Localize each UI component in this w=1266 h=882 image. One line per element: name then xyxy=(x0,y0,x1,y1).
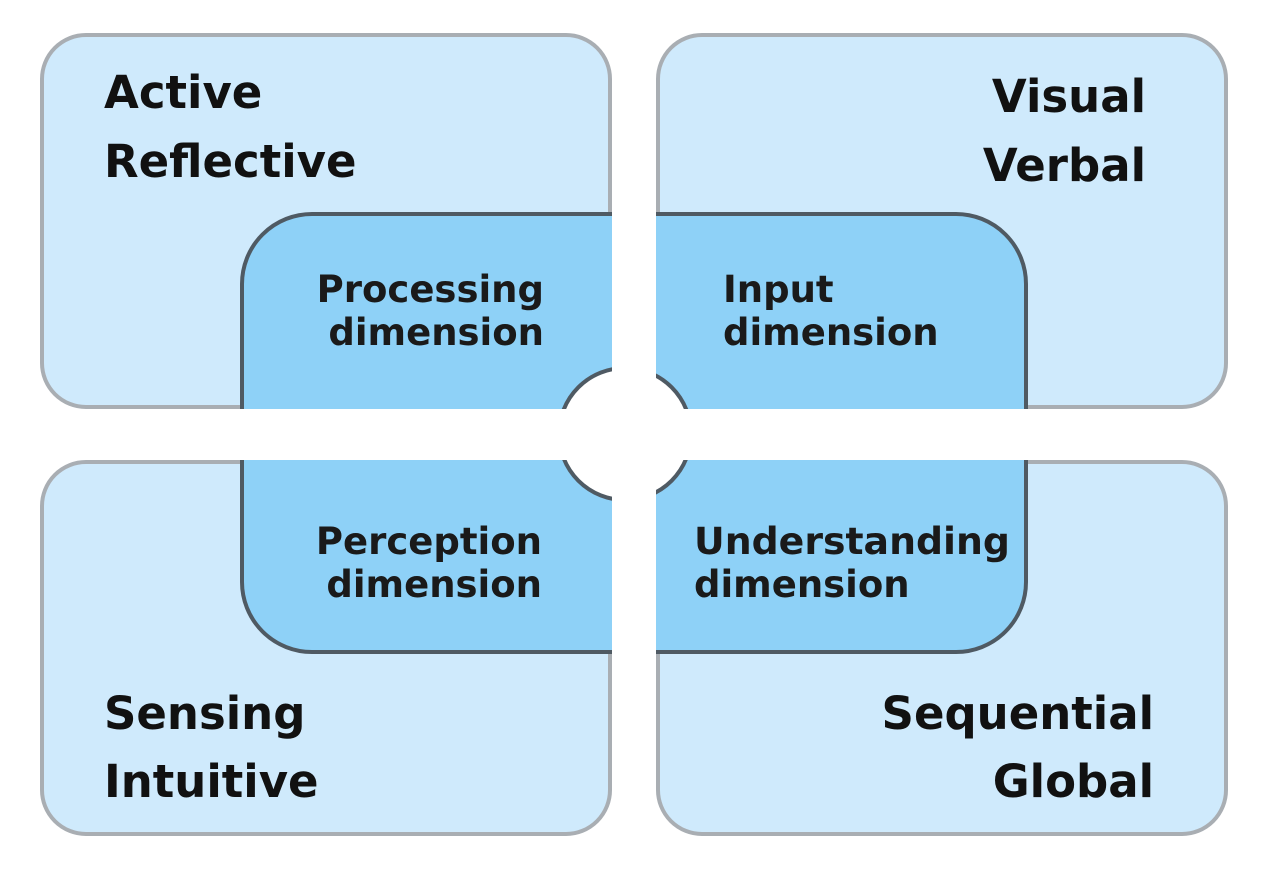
bottom-left-line1: Sensing xyxy=(104,687,305,740)
perception-dimension-line2: dimension xyxy=(326,563,542,606)
bottom-right-line1: Sequential xyxy=(882,687,1154,740)
top-right-line2: Verbal xyxy=(983,139,1146,192)
top-left-line1: Active xyxy=(104,66,262,119)
input-dimension-line1: Input xyxy=(723,268,834,311)
top-right-line1: Visual xyxy=(992,70,1146,123)
input-dimension-line2: dimension xyxy=(723,311,939,354)
understanding-dimension-line2: dimension xyxy=(694,563,910,606)
bottom-left-line2: Intuitive xyxy=(104,755,319,808)
processing-dimension-line1: Processing xyxy=(317,268,544,311)
top-left-line2: Reflective xyxy=(104,135,357,188)
bottom-right-line2: Global xyxy=(993,755,1154,808)
perception-dimension-line1: Perception xyxy=(316,520,542,563)
center-horizontal-cover xyxy=(550,409,700,460)
understanding-dimension-line1: Understanding xyxy=(694,520,1010,563)
processing-dimension-line2: dimension xyxy=(328,311,544,354)
